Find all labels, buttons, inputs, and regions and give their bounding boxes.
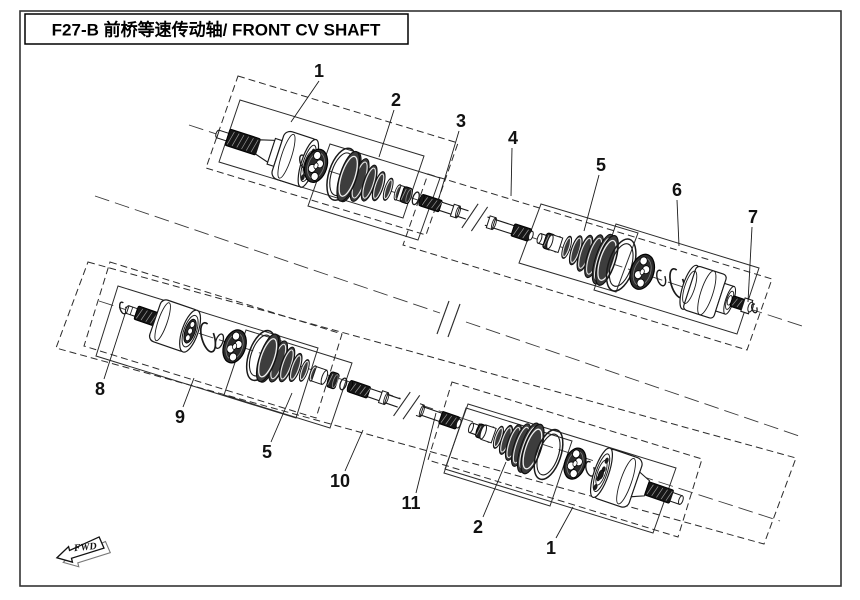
callout-label: 4	[508, 128, 518, 148]
boot-clamp-small	[326, 371, 340, 390]
callout-7: 7	[747, 207, 758, 303]
drive-shaft	[418, 193, 534, 242]
callout-label: 1	[546, 538, 556, 558]
fwd-marker: FWD	[55, 536, 112, 568]
lower-joint-box-item9	[95, 285, 319, 419]
break-mark	[447, 303, 461, 338]
bearing-cage	[629, 253, 656, 290]
boot-clamp-small	[399, 186, 413, 205]
cv-boot	[255, 333, 329, 386]
spacer-ring	[214, 333, 225, 350]
spline-stub	[124, 305, 159, 327]
callout-label: 7	[748, 207, 758, 227]
cv-boot	[546, 233, 619, 286]
circlip	[199, 321, 217, 353]
spacer-ring	[339, 377, 348, 391]
lower-cv-shaft-assembly	[118, 299, 684, 508]
bearing-cage	[303, 148, 329, 183]
callout-5-lower: 5	[262, 392, 293, 462]
callout-label: 11	[401, 493, 420, 513]
bearing-cage	[222, 329, 247, 364]
callout-9: 9	[175, 377, 195, 427]
callout-1-upper: 1	[290, 61, 324, 123]
title-block: F27-B 前桥等速传动轴/ FRONT CV SHAFT	[24, 13, 409, 45]
callout-5-upper: 5	[583, 155, 606, 232]
lower-joint-dashed-box	[83, 261, 343, 419]
callout-label: 2	[473, 517, 483, 537]
callout-label: 2	[391, 90, 401, 110]
upper-boot-box-item2	[307, 143, 441, 241]
middle-centerline-left	[94, 195, 441, 314]
fwd-arrow-icon	[55, 536, 105, 564]
outer-cv-joint	[589, 447, 684, 508]
callout-3: 3	[437, 111, 466, 202]
bearing-cage	[563, 447, 587, 480]
callout-label: 3	[456, 111, 466, 131]
callout-11: 11	[401, 412, 437, 513]
callout-label: 10	[330, 471, 350, 491]
callout-label: 5	[262, 442, 272, 462]
upper-boot-box-item5	[518, 203, 639, 293]
callout-10: 10	[330, 429, 364, 491]
lower-joint-box-item1	[444, 403, 677, 534]
snap-ring	[585, 460, 596, 477]
callout-2-upper: 2	[378, 90, 401, 158]
title-box	[24, 13, 409, 45]
lower-joint-dashed-box-right	[427, 381, 703, 538]
callout-label: 5	[596, 155, 606, 175]
fwd-label: FWD	[72, 541, 97, 554]
lower-assembly-dashed-box-item10	[55, 261, 797, 545]
callout-label: 8	[95, 379, 105, 399]
callout-label: 6	[672, 180, 682, 200]
lower-centerline	[98, 300, 781, 522]
snap-ring	[118, 301, 128, 315]
callout-2-lower: 2	[473, 461, 507, 537]
upper-shaft-dashed-box-item4	[402, 173, 773, 351]
group-boxes	[55, 75, 797, 545]
callout-label: 9	[175, 407, 185, 427]
break-mark	[436, 300, 450, 335]
callout-1-lower: 1	[546, 506, 574, 558]
cv-boot	[479, 422, 545, 475]
upper-cv-shaft-assembly	[215, 128, 758, 319]
drive-shaft	[346, 379, 462, 430]
callout-4: 4	[508, 128, 518, 197]
snap-ring	[656, 269, 667, 287]
plunge-joint-housing	[679, 264, 754, 319]
callout-label: 1	[314, 61, 324, 81]
inner-cv-joint	[148, 299, 202, 353]
callout-6: 6	[672, 180, 682, 247]
boot-clamp-large	[533, 428, 564, 481]
lower-boot-box-item5	[223, 329, 353, 429]
callout-8: 8	[95, 313, 126, 399]
spacer-ring	[411, 191, 420, 206]
page-title: F27-B 前桥等速传动轴/ FRONT CV SHAFT	[52, 20, 381, 40]
middle-centerline-right	[465, 321, 803, 438]
callouts: 1 2 3 4 5 6 7 8	[95, 61, 758, 558]
